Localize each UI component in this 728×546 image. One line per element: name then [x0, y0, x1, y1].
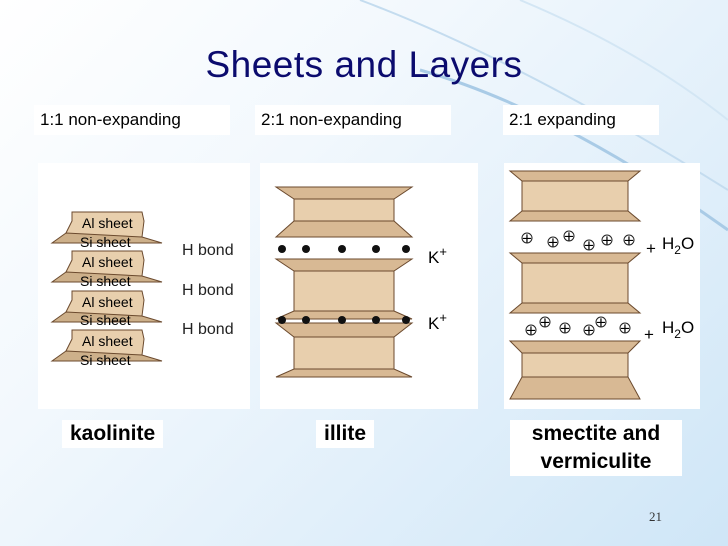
smectite-vermiculite-label: smectite and vermiculite	[510, 420, 682, 476]
water-label: H2O	[662, 234, 694, 257]
cation-circles	[521, 230, 635, 336]
slide-title: Sheets and Layers	[205, 44, 523, 85]
k-ion-label: K+	[428, 310, 447, 333]
illite-layer-2	[274, 258, 414, 320]
svg-text:+: +	[584, 321, 594, 340]
svg-text:+: +	[596, 313, 606, 332]
potassium-ion-dots	[278, 245, 410, 324]
svg-text:+: +	[646, 239, 656, 258]
illite-label: illite	[316, 420, 375, 448]
h-bond-label: H bond	[182, 242, 234, 259]
svg-text:+: +	[620, 319, 630, 338]
svg-text:+: +	[540, 313, 550, 332]
illite-panel: K+ K+	[260, 163, 478, 409]
svg-text:+: +	[522, 229, 532, 248]
kaolinite-layer-4	[50, 329, 163, 362]
kaolinite-panel: Al sheet Si sheet Al sheet Si sheet Al s…	[38, 163, 250, 409]
h-bond-label: H bond	[182, 282, 234, 299]
smectite-layer-3	[508, 340, 642, 400]
svg-text:+: +	[644, 325, 654, 344]
page-number: 21	[649, 509, 662, 524]
svg-text:+: +	[548, 233, 558, 252]
kaolinite-diagram: Al sheet Si sheet Al sheet Si sheet Al s…	[50, 211, 234, 368]
illite-layer-3	[274, 322, 414, 378]
svg-text:+: +	[564, 227, 574, 246]
smectite-layer-2	[508, 252, 642, 314]
svg-text:+: +	[560, 319, 570, 338]
cation-plus-signs: + + + + + + + + + + + + + +	[522, 227, 656, 344]
header-2-1-non-expanding: 2:1 non-expanding	[255, 105, 451, 135]
svg-text:+: +	[584, 236, 594, 255]
svg-text:+: +	[624, 231, 634, 250]
kaolinite-sheet-label: Al sheet	[82, 215, 133, 231]
kaolinite-sheet-label: Si sheet	[80, 234, 131, 250]
illite-layer-1	[274, 186, 414, 238]
svg-text:+: +	[526, 321, 536, 340]
header-2-1-expanding: 2:1 expanding	[503, 105, 659, 135]
kaolinite-sheet-label: Al sheet	[82, 254, 133, 270]
svg-text:+: +	[602, 231, 612, 250]
illite-diagram: K+ K+	[274, 186, 447, 378]
smectite-panel: + + + + + + + + + + + + + +	[504, 163, 700, 409]
kaolinite-label: kaolinite	[62, 420, 164, 448]
water-label: H2O	[662, 318, 694, 341]
h-bond-label: H bond	[182, 321, 234, 338]
kaolinite-sheet-label: Al sheet	[82, 333, 133, 349]
smectite-layer-1	[508, 170, 642, 222]
kaolinite-sheet-label: Si sheet	[80, 312, 131, 328]
kaolinite-sheet-label: Si sheet	[80, 352, 131, 368]
k-ion-label: K+	[428, 244, 447, 267]
kaolinite-sheet-label: Si sheet	[80, 273, 131, 289]
smectite-diagram: + + + + + + + + + + + + + +	[508, 170, 694, 400]
kaolinite-layer-1	[50, 211, 163, 244]
kaolinite-sheet-label: Al sheet	[82, 294, 133, 310]
kaolinite-layer-3	[50, 290, 163, 323]
smectite-label-line-2: vermiculite	[540, 450, 652, 473]
header-1-1-non-expanding: 1:1 non-expanding	[34, 105, 230, 135]
kaolinite-layer-2	[50, 250, 163, 283]
smectite-label-line-1: smectite and	[531, 422, 661, 445]
